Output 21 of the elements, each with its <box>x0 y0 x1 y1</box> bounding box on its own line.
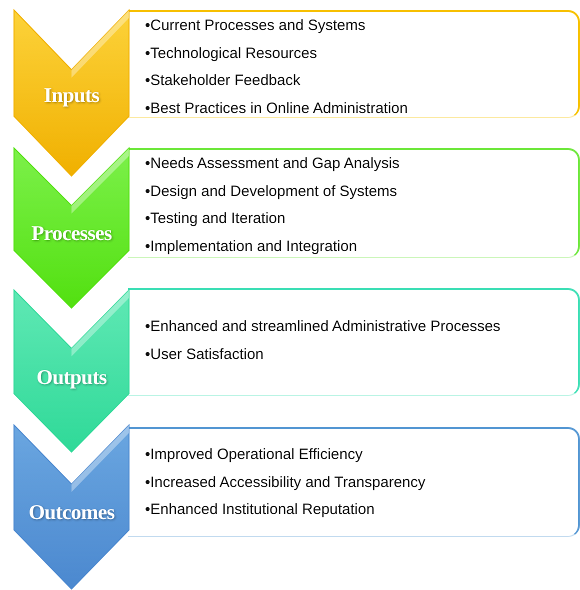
bullet-item: •Increased Accessibility and Transparency <box>145 472 426 492</box>
chevron-shape <box>14 10 129 176</box>
stage-label: Outcomes <box>28 500 114 524</box>
stage-label: Inputs <box>44 82 100 108</box>
bullet-item: •Improved Operational Efficiency <box>145 445 364 465</box>
chevron-shape <box>14 148 129 308</box>
bullet-item: •User Satisfaction <box>145 344 265 364</box>
chevron-shape <box>14 290 129 452</box>
bullet-item: •Needs Assessment and Gap Analysis <box>145 154 401 174</box>
bullet-item: •Current Processes and Systems <box>145 16 366 36</box>
bullet-item: •Design and Development of Systems <box>145 182 398 202</box>
bullet-item: •Best Practices in Online Administration <box>145 98 409 118</box>
bullet-item: •Technological Resources <box>145 44 318 64</box>
bullet-item: •Enhanced and streamlined Administrative Processes <box>145 317 502 337</box>
stage-label: Outputs <box>36 364 107 390</box>
stage-label: Processes <box>31 220 112 246</box>
bullet-item: •Enhanced Institutional Reputation <box>145 500 376 520</box>
chevron-shape <box>14 425 129 589</box>
bullet-item: •Testing and Iteration <box>145 209 286 229</box>
bullet-item: •Implementation and Integration <box>145 236 358 256</box>
bullet-item: •Stakeholder Feedback <box>145 71 302 91</box>
